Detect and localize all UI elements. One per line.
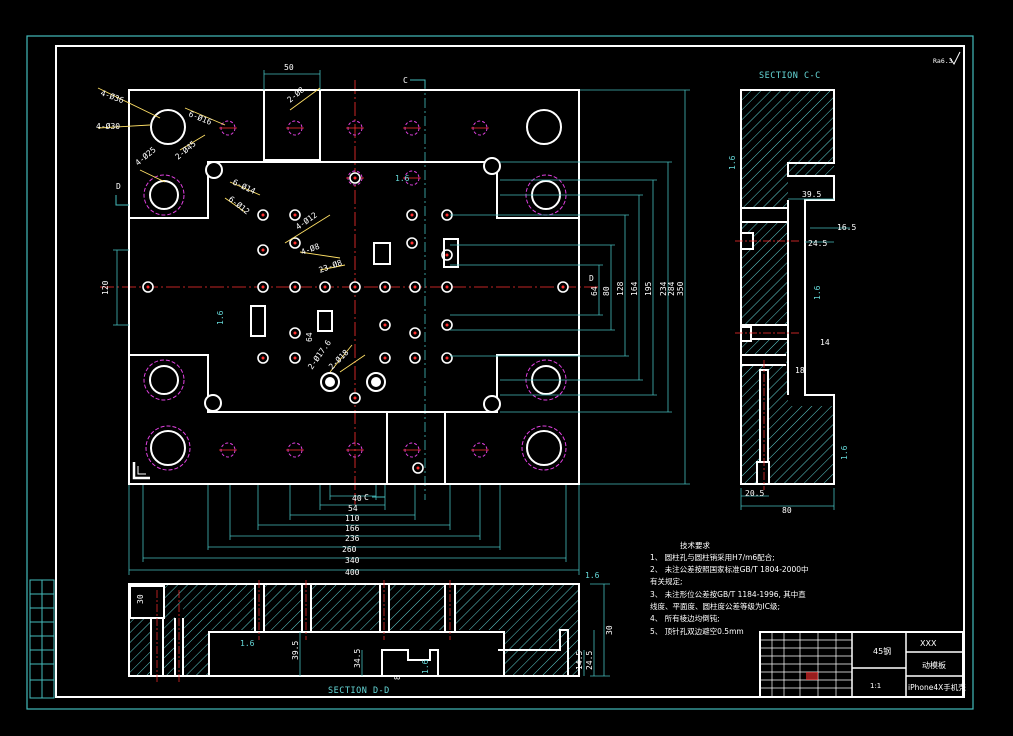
section-dd-view: 30 39.5 34.5 30 1.6 1.6 8 14.5 24.5 SECT… — [128, 580, 614, 696]
tb-drawing-name: iPhone4X手机壳 — [908, 682, 966, 692]
tb-material: 45钢 — [873, 646, 891, 656]
tb-scale: 1:1 — [870, 682, 881, 690]
dd-dim-8: 24.5 — [585, 651, 594, 670]
cc-dim-5: 14 — [820, 338, 830, 347]
tech-req-item-2: 有关规定; — [650, 576, 683, 586]
dim-bottom-0: 40 — [352, 494, 362, 503]
dim-bottom-4: 236 — [345, 534, 360, 543]
dim-right-4: 195 — [644, 281, 653, 296]
dim-bottom-6: 340 — [345, 556, 360, 565]
dim-right-3: 164 — [630, 281, 639, 296]
revision-strip — [29, 579, 55, 699]
cc-dim-2: 24.5 — [808, 239, 827, 248]
callout-12: 2-Ø8 — [285, 84, 306, 104]
dim-top-width: 50 — [284, 63, 294, 72]
dd-dim-3: 30 — [605, 625, 614, 635]
title-block: 45钢 XXX 动模板 iPhone4X手机壳 1:1 — [759, 631, 966, 698]
section-dd-title: SECTION D-D — [328, 686, 390, 696]
callout-3: 4-Ø25 — [133, 144, 158, 167]
dd-dim-0: 30 — [136, 594, 145, 604]
dim-bottom-1: 54 — [348, 504, 358, 513]
inner-frame — [55, 45, 965, 698]
cc-dim-7: 20.5 — [745, 489, 764, 498]
tech-req-item-5: 4、 所有棱边均倒钝; — [650, 613, 720, 623]
mark-c-bottom: C — [364, 493, 369, 502]
callout-5: 6-Ø12 — [227, 194, 252, 217]
tech-req-item-0: 1、 圆柱孔与圆柱销采用H7/m6配合; — [650, 552, 775, 562]
dd-dim-6: 8 — [393, 675, 402, 680]
cc-dim-8: 80 — [782, 506, 792, 515]
dim-right-6: 284 — [667, 281, 676, 296]
dd-dim-1: 39.5 — [291, 641, 300, 660]
dim-bottom-3: 166 — [345, 524, 360, 533]
cc-dim-3: 1.6 — [728, 155, 737, 170]
dd-dim-2: 34.5 — [353, 649, 362, 668]
dim-right-2: 128 — [616, 281, 625, 296]
tech-req-item-4: 线度、平面度、圆柱度公差等级为IC级; — [650, 601, 780, 611]
dim-left-height: 120 — [101, 280, 110, 295]
dd-dim-5: 1.6 — [421, 659, 430, 674]
section-cc-view: 39.5 16.5 24.5 1.6 1.6 14 18 20.5 80 1.6… — [728, 71, 856, 515]
callout-1: 4-Ø30 — [96, 121, 120, 131]
plan-dimension-text: 50 120 40 54 110 166 236 260 340 400 64 … — [96, 63, 685, 580]
dim-right-1: 80 — [602, 286, 611, 296]
callout-2: 6-Ø16 — [187, 109, 213, 127]
mark-d-left: D — [116, 182, 121, 191]
mark-d-right: D — [589, 274, 594, 283]
dd-dim-4: 1.6 — [240, 639, 255, 648]
outer-frame — [26, 35, 974, 710]
callout-0: 4-Ø36 — [99, 87, 125, 105]
cc-dim-1: 16.5 — [837, 223, 856, 232]
tech-req-title: 技术要求 — [680, 540, 710, 550]
callout-4: 6-Ø14 — [231, 177, 257, 196]
dim-bottom-5: 260 — [342, 545, 357, 554]
dim-right-5: 234 — [659, 281, 668, 296]
dim-mid-small: 64 — [305, 332, 314, 342]
tech-req-item-6: 5、 顶针孔双边避空0.5mm — [650, 626, 744, 636]
tb-part-name: 动模板 — [922, 660, 946, 670]
roughness-mark: Ra6.3 — [933, 57, 953, 65]
mark-c-top: C — [403, 76, 408, 85]
cc-dim-4: 1.6 — [813, 285, 822, 300]
section-cc-title: SECTION C-C — [759, 71, 821, 81]
plan-view — [97, 70, 690, 575]
cc-dim-6: 18 — [795, 366, 805, 375]
roughness-plan-1: 1.6 — [216, 310, 225, 325]
cc-dim-9: 1.6 — [840, 445, 849, 460]
dim-bottom-7: 400 — [345, 568, 360, 577]
roughness-plan-2: 1.6 — [395, 174, 410, 183]
dim-bottom-2: 110 — [345, 514, 360, 523]
callout-9: 23-Ø8 — [317, 257, 343, 275]
tech-req-item-3: 3、 未注形位公差按GB/T 1184-1996, 其中直 — [650, 589, 806, 599]
ejector-holes — [142, 172, 569, 474]
technical-requirements: 技术要求 1、 圆柱孔与圆柱销采用H7/m6配合; 2、 未注公差按照国家标准G… — [650, 540, 808, 636]
dim-right-7: 350 — [676, 281, 685, 296]
dim-right-0: 64 — [590, 286, 599, 296]
cc-dim-0: 39.5 — [802, 190, 821, 199]
tech-req-item-1: 2、 未注公差按照国家标准GB/T 1804-2000中 — [650, 564, 808, 574]
roughness-plan-3: 1.6 — [585, 571, 600, 580]
tb-school: XXX — [920, 639, 937, 648]
tapped-holes — [219, 120, 489, 458]
dd-dim-7: 14.5 — [575, 651, 584, 670]
